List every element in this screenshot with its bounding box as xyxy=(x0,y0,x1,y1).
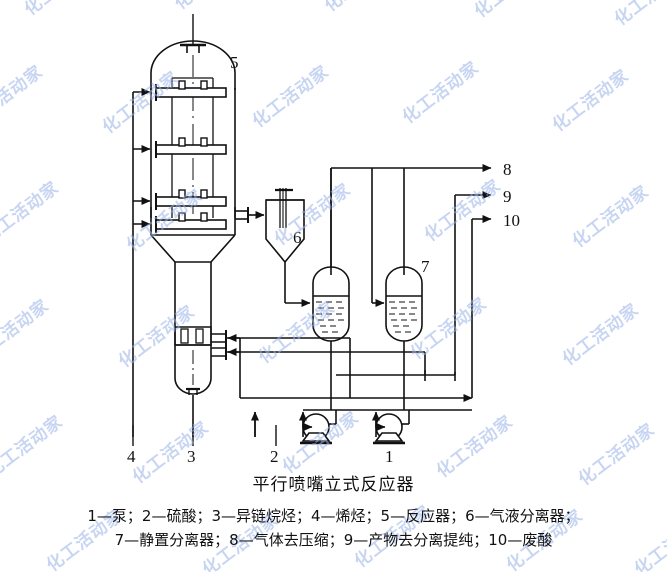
liquid-level-hatching xyxy=(389,301,417,333)
reactor-vessel xyxy=(150,14,249,395)
figure-legend-line-2: 7—静置分离器；8—气体去压缩；9—产物去分离提纯；10—废酸 xyxy=(114,531,553,549)
callout-gas-liquid-separator: 6 xyxy=(293,228,302,247)
bottom-feed-leaders xyxy=(132,425,277,446)
callout-spent-acid: 10 xyxy=(503,211,520,230)
reactor-nozzle-tray-2 xyxy=(155,137,227,158)
pump-left xyxy=(300,410,337,445)
reactor-nozzle-tray-1 xyxy=(155,80,227,101)
reactor-nozzle-tray-3 xyxy=(155,189,227,210)
settling-drum-right xyxy=(371,168,423,410)
callout-isoparaffin-feed: 3 xyxy=(187,447,196,466)
olefin-feed-header xyxy=(132,88,151,437)
callout-gas-to-compression: 8 xyxy=(503,160,512,179)
callout-olefin-feed: 4 xyxy=(127,447,136,466)
recycle-piping-network xyxy=(226,334,473,437)
overhead-product-headers xyxy=(331,164,492,398)
figure-title: 平行喷嘴立式反应器 xyxy=(252,475,415,495)
liquid-level-hatching xyxy=(316,301,344,333)
callout-product-to-purification: 9 xyxy=(503,187,512,206)
callout-reactor: 5 xyxy=(230,53,239,72)
figure-legend-line-1: 1—泵；2—硫酸；3—异链烷烃；4—烯烃；5—反应器；6—气液分离器； xyxy=(87,507,580,525)
figure-caption: 平行喷嘴立式反应器 1—泵；2—硫酸；3—异链烷烃；4—烯烃；5—反应器；6—气… xyxy=(0,470,667,552)
settling-drum-left xyxy=(312,168,350,410)
callout-pump: 1 xyxy=(385,447,394,466)
callout-sulfuric-acid-feed: 2 xyxy=(270,447,279,466)
pump-right xyxy=(373,410,410,445)
callout-settling-separator: 7 xyxy=(421,257,430,276)
reactor-nozzle-tray-4 xyxy=(155,212,227,233)
